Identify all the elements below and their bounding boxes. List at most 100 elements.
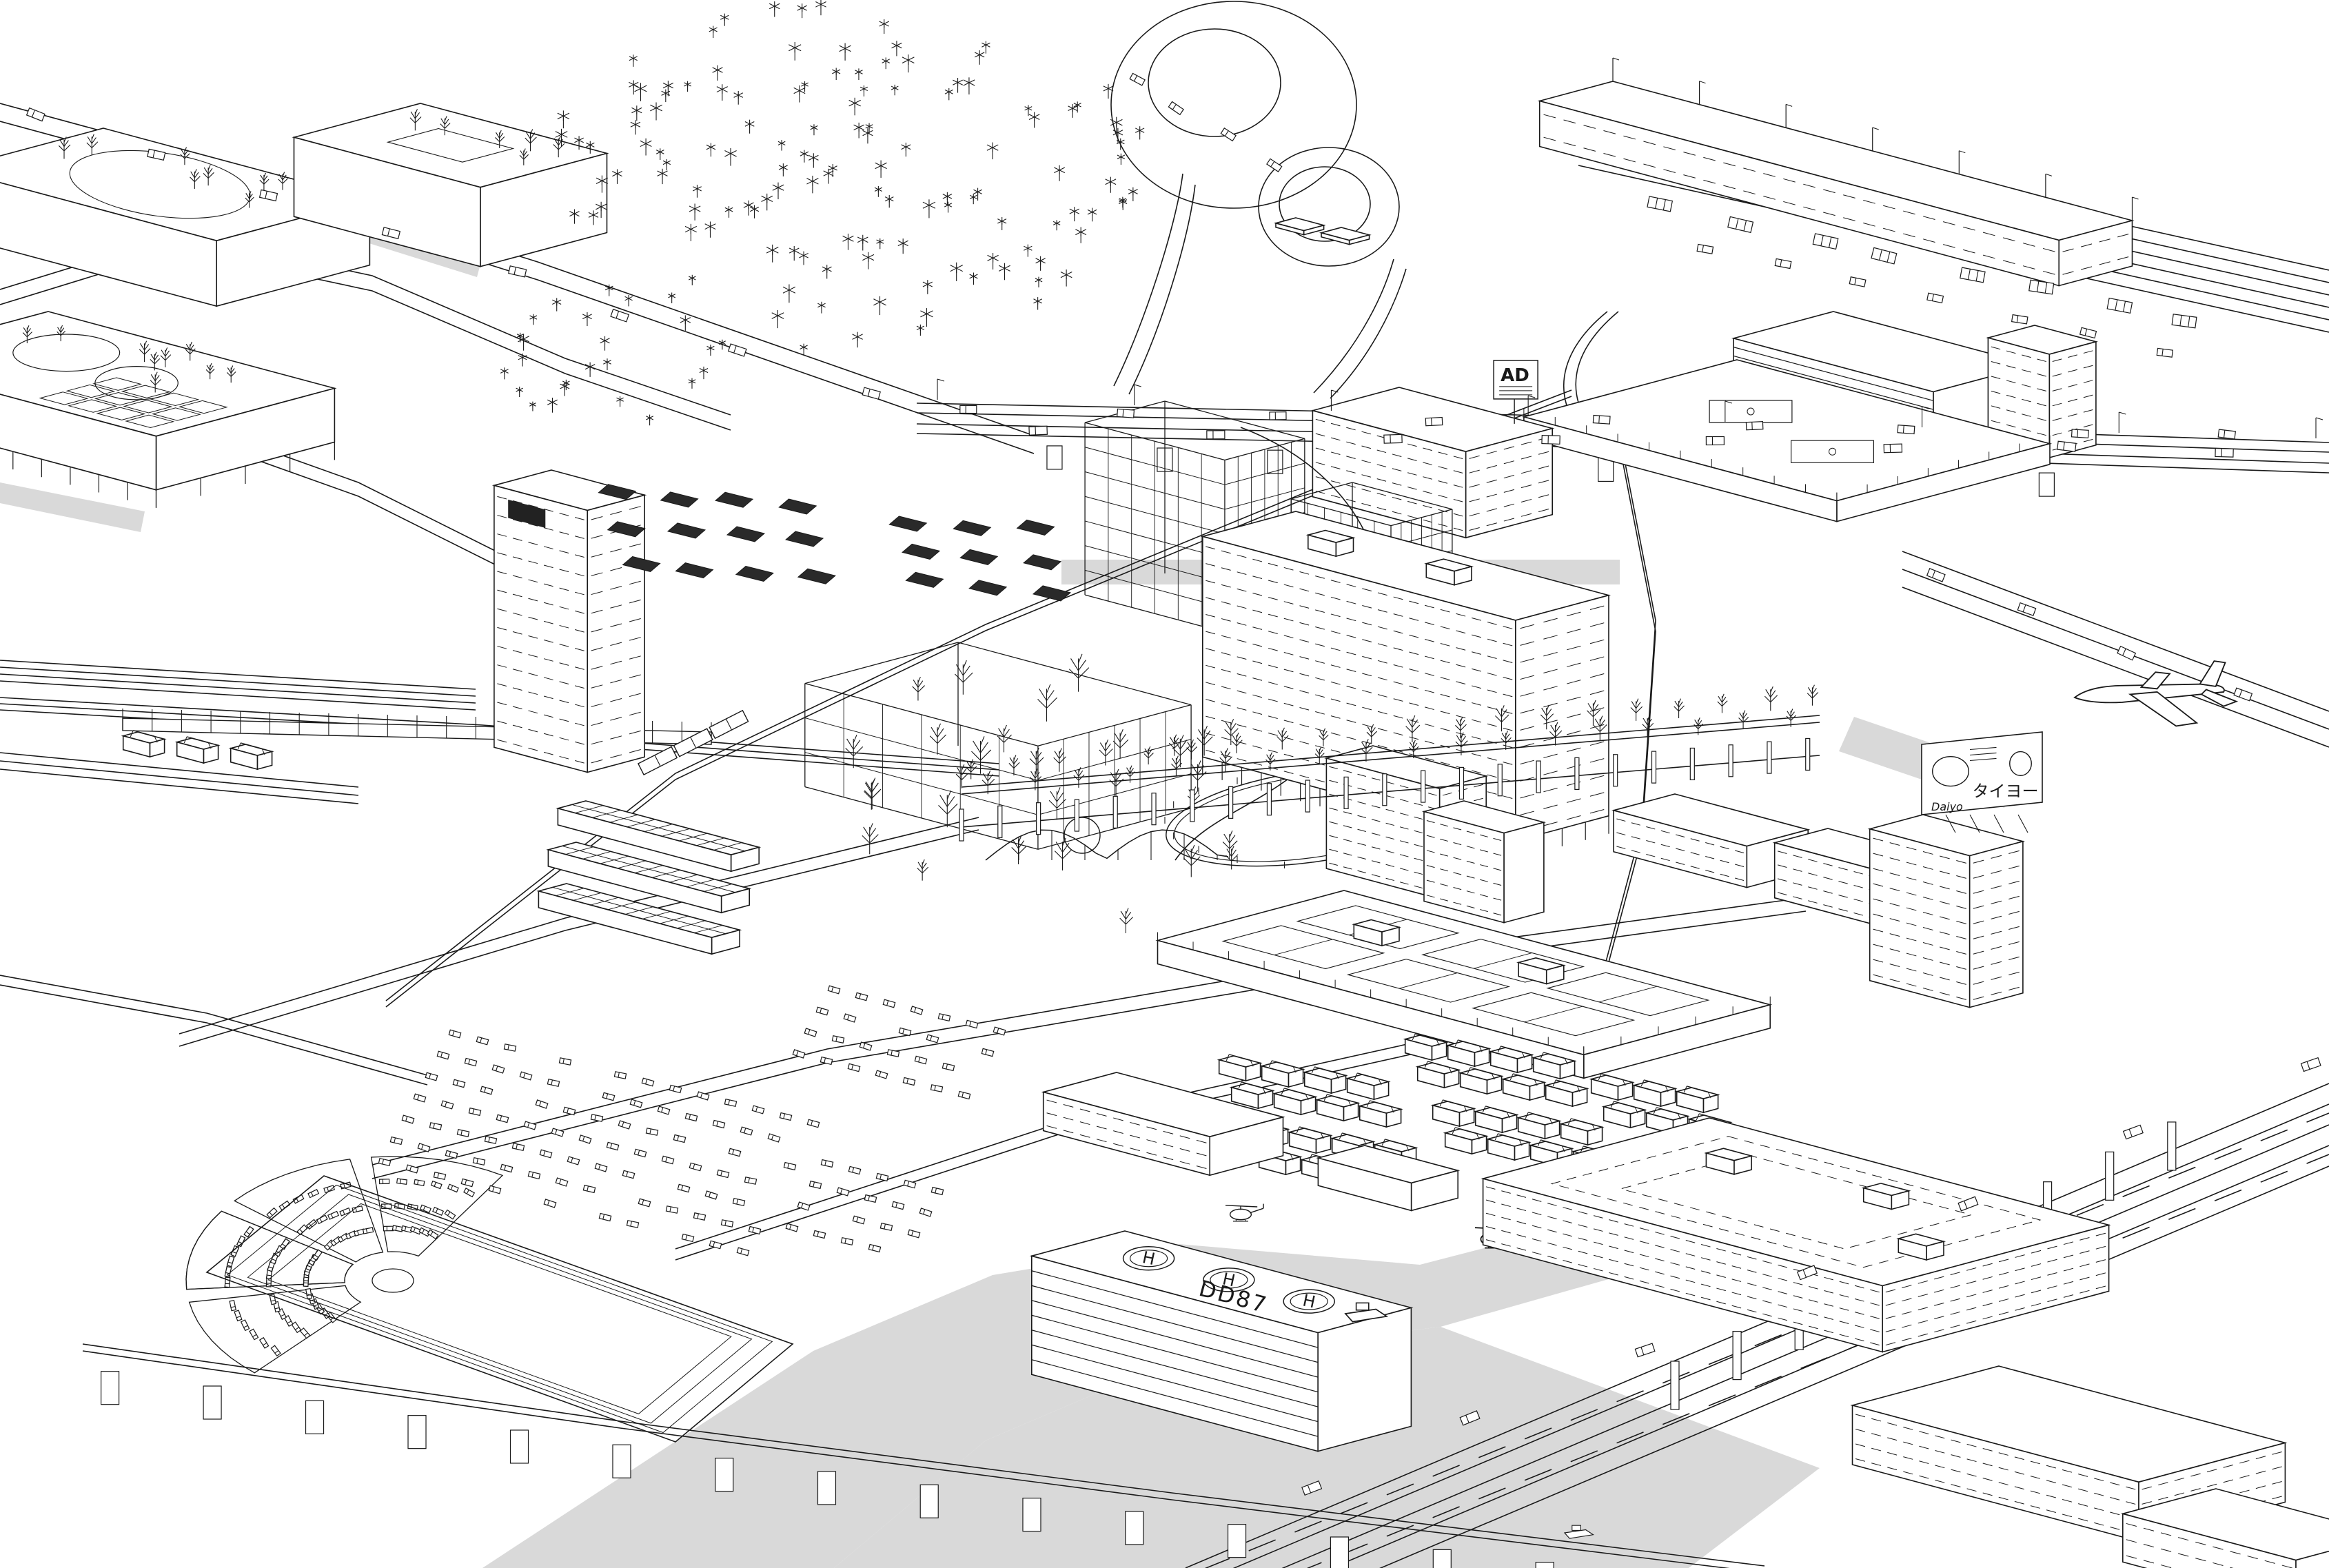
ad-sign-text: AD: [1501, 365, 1529, 386]
car-icon: [436, 1050, 450, 1060]
car-icon: [463, 1188, 476, 1198]
car-icon: [543, 1199, 557, 1208]
boulevard-trees-a: [966, 684, 1819, 780]
car-icon: [942, 1062, 955, 1072]
car-icon: [993, 1026, 1006, 1036]
car-icon: [641, 1077, 655, 1087]
car-icon: [2171, 314, 2197, 329]
car-icon: [291, 1321, 302, 1334]
motorway-southeast: [1185, 1083, 2329, 1568]
car-icon: [299, 1327, 311, 1339]
car-icon: [704, 1190, 718, 1200]
parking-field-b: [792, 985, 1006, 1100]
car-icon: [804, 1028, 817, 1037]
tree-boulevard-deck: [961, 715, 1820, 828]
car-icon: [551, 1128, 565, 1137]
roof-hut: [1861, 1183, 1911, 1210]
car-icon: [696, 1091, 710, 1101]
car-icon: [2217, 429, 2237, 440]
motorway-east: [1902, 551, 2329, 748]
house: [1631, 1081, 1678, 1108]
elevated-park-deck: [0, 311, 337, 508]
car-icon: [323, 1185, 336, 1194]
car-icon: [2106, 297, 2133, 314]
car-icon: [496, 1114, 509, 1123]
car-icon: [383, 1225, 394, 1232]
car-icon: [1926, 568, 1946, 582]
car-icon: [728, 1148, 742, 1157]
car-icon: [629, 1099, 643, 1108]
car-icon: [456, 1129, 470, 1137]
car-icon: [430, 1180, 443, 1190]
car-icon: [1220, 128, 1237, 142]
greenhouse-c: [536, 883, 742, 955]
loop-infield-court-b: [1319, 227, 1372, 245]
house: [1558, 1119, 1605, 1146]
car-icon: [417, 1143, 431, 1152]
car-icon: [724, 1098, 738, 1108]
car-icon: [806, 1119, 820, 1128]
car-icon: [2011, 314, 2028, 325]
loop-ramp-south-outer: [1258, 147, 1400, 267]
car-icon: [476, 1036, 489, 1046]
house: [1543, 1081, 1589, 1108]
car-icon: [930, 1084, 944, 1092]
car-icon: [727, 343, 747, 357]
car-icon: [1960, 267, 1986, 283]
canal-boat-small: [1563, 1525, 1594, 1539]
car-icon: [503, 1043, 517, 1052]
car-icon: [389, 1136, 403, 1146]
car-icon: [910, 1006, 924, 1015]
car-icon: [618, 1120, 631, 1130]
cars-northeast: [1696, 243, 2174, 358]
ramp-connector-west: [1113, 173, 1196, 395]
car-icon: [1117, 408, 1135, 418]
car-icon: [539, 1149, 553, 1159]
house: [1314, 1095, 1361, 1122]
car-icon: [523, 1121, 537, 1130]
car-icon: [1897, 425, 1915, 435]
car-icon: [610, 308, 630, 323]
car-icon: [689, 1162, 702, 1172]
car-icon: [427, 1229, 439, 1240]
car-icon: [378, 1157, 391, 1167]
house: [1357, 1101, 1403, 1128]
car-icon: [843, 1013, 857, 1023]
car-icon: [312, 1249, 323, 1261]
car-icon: [400, 1225, 413, 1233]
taiyo-billboard-building: [1867, 814, 2025, 1008]
house: [1473, 1107, 1519, 1134]
loop-ramp-south-inner: [1279, 166, 1371, 242]
residential-tower: [1421, 800, 1546, 924]
car-icon: [815, 1006, 829, 1016]
car-icon: [813, 1230, 826, 1239]
car-icon: [882, 999, 896, 1008]
car-icon: [488, 1185, 502, 1194]
car-icon: [468, 1107, 482, 1117]
car-icon: [779, 1112, 793, 1121]
car-icon: [527, 1170, 541, 1180]
car-icon: [862, 387, 881, 400]
car-icon: [709, 1240, 722, 1250]
car-icon: [1266, 158, 1283, 172]
car-icon: [444, 1209, 456, 1220]
house: [174, 737, 221, 764]
car-icon: [339, 1207, 352, 1216]
taiyo-katakana-text: タイヨー: [1973, 782, 2039, 801]
house: [1674, 1087, 1720, 1114]
house: [1403, 1035, 1449, 1061]
car-icon: [677, 1183, 691, 1193]
motorway-service-building: [1537, 57, 2139, 287]
car-icon: [429, 1122, 443, 1130]
car-icon: [1592, 414, 1611, 425]
car-icon: [1696, 243, 1714, 254]
car-icon: [732, 1198, 746, 1206]
rail-yard-southwest: [0, 752, 359, 804]
helicopter-roof: [1225, 1203, 1264, 1222]
helipad-h-text: H: [1141, 1248, 1157, 1269]
car-icon: [981, 1048, 995, 1057]
parking-field-a: [378, 1029, 820, 1256]
roof-hut: [1305, 529, 1356, 558]
house: [1589, 1075, 1635, 1101]
low-block-center-b: [1316, 1145, 1461, 1212]
